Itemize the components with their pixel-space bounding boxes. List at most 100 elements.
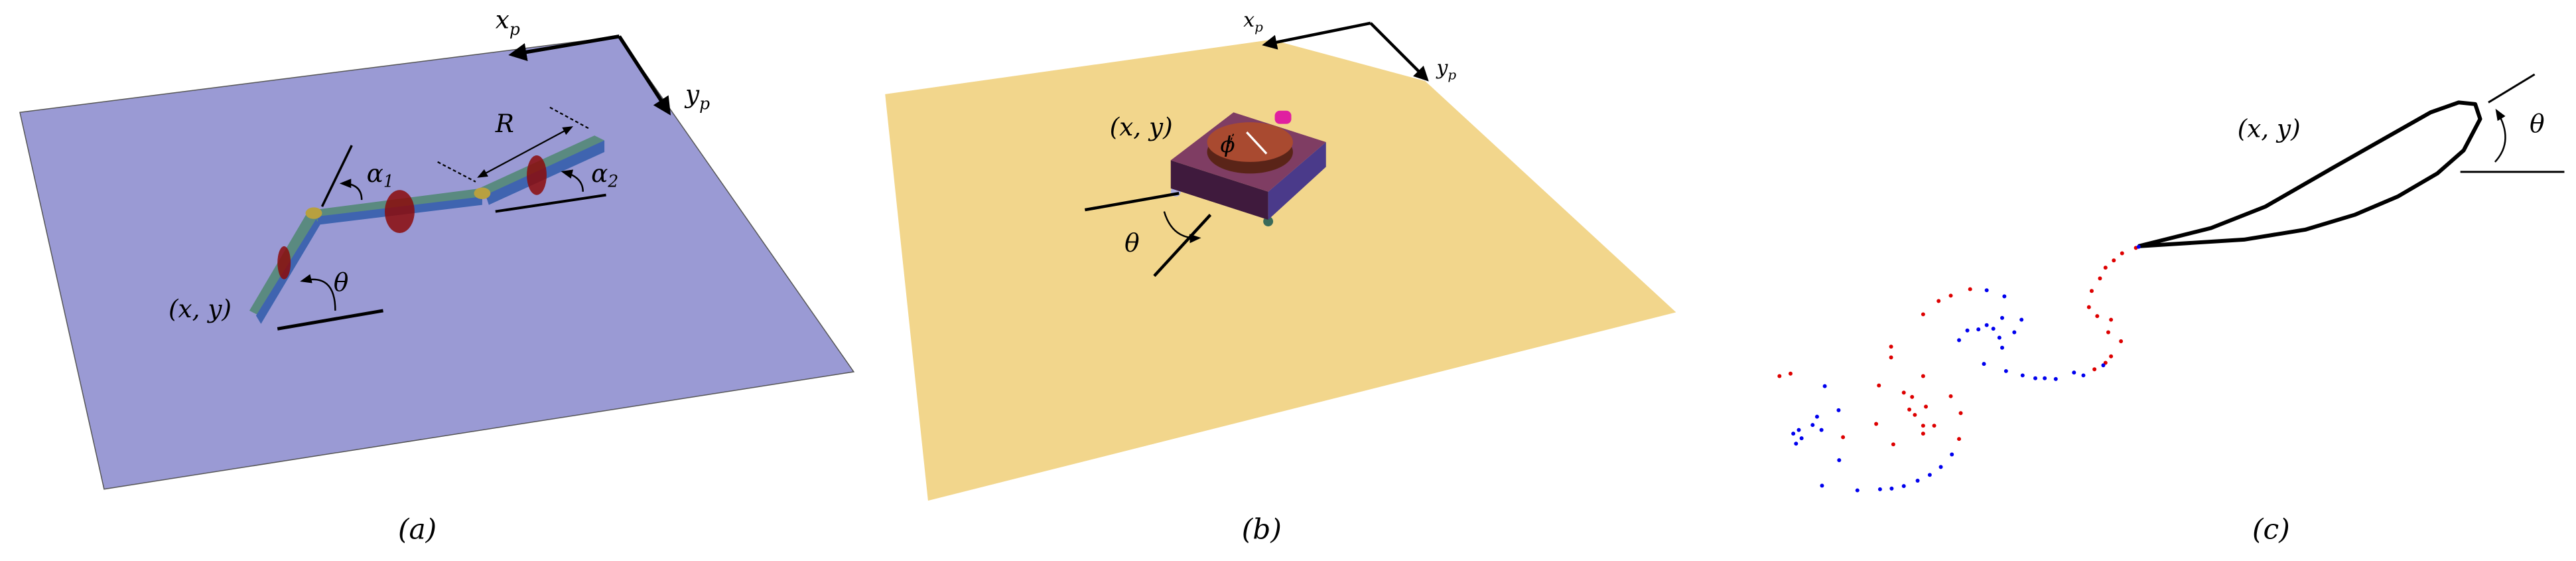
panel-b: xp yp ϕ (x, y) θ (b): [885, 9, 1676, 545]
blue-dot: [1837, 458, 1842, 463]
red-dot: [1948, 394, 1953, 398]
red-dot: [1936, 299, 1941, 303]
wake-vortex-dots: [1777, 244, 2141, 493]
joint-2: [474, 187, 491, 199]
r-ext-line-1: [437, 161, 476, 183]
red-dot: [1932, 424, 1936, 428]
alpha1-label: α1: [367, 159, 394, 191]
blue-dot: [1819, 428, 1824, 432]
blue-dot: [2053, 376, 2058, 381]
caption-b: (b): [1242, 513, 1282, 545]
theta-arc-arrow: [300, 274, 336, 311]
blue-dot: [1814, 414, 1819, 419]
red-dot: [1889, 355, 1893, 360]
yp-axis-arrow: [618, 35, 671, 116]
joint-1: [305, 207, 322, 219]
blue-dot: [1796, 428, 1801, 432]
red-dot: [1891, 442, 1895, 447]
blue-dot: [1901, 484, 1906, 489]
red-dot: [2103, 266, 2108, 270]
blue-dot: [2043, 376, 2047, 380]
xp-label: xp: [496, 5, 520, 39]
blue-dot: [1820, 483, 1824, 488]
theta-arc-arrow: [1163, 211, 1201, 244]
blue-dot: [2136, 244, 2141, 249]
blue-dot: [1991, 327, 1996, 331]
theta-ref-line-2: [1153, 214, 1212, 278]
r-dim-arrow: [477, 126, 574, 178]
blue-dot: [1938, 465, 1943, 469]
panel-c: θ (x, y) (c): [1777, 73, 2565, 545]
blue-dot: [1976, 327, 1981, 332]
blue-dot: [2012, 330, 2017, 335]
xp-axis-arrow: [1262, 21, 1371, 50]
blue-dot: [2002, 294, 2007, 299]
blue-dot: [2081, 373, 2086, 378]
theta-ref-line-1: [1084, 192, 1180, 212]
red-dot: [1921, 312, 1925, 317]
red-dot: [1889, 345, 1893, 349]
yp-axis-arrow: [1369, 22, 1429, 82]
blue-dot: [1877, 487, 1882, 491]
blue-dot: [1982, 362, 1986, 366]
blue-dot: [1957, 338, 1962, 343]
red-dot: [1957, 437, 1962, 441]
robot-box-side: [1268, 142, 1326, 220]
blue-dot: [1984, 323, 1989, 327]
red-dot: [2109, 354, 2114, 359]
theta-label: θ: [334, 268, 348, 297]
wheel-2: [385, 190, 415, 233]
yp-label: yp: [684, 79, 710, 113]
r-ext-line-2: [549, 106, 590, 130]
red-dot: [1877, 383, 1881, 388]
red-dot: [1948, 293, 1953, 298]
red-dot: [1924, 404, 1929, 409]
blue-dot: [1984, 288, 1989, 293]
theta-ref-line: [277, 309, 383, 331]
red-dot: [1874, 422, 1879, 426]
blue-dot: [2020, 373, 2025, 378]
theta-arc-arrow: [2494, 108, 2506, 163]
red-dot: [2089, 289, 2094, 293]
r-label: R: [495, 109, 514, 138]
red-dot: [2112, 258, 2116, 263]
blue-dot: [1822, 384, 1827, 388]
blue-dot: [2033, 376, 2037, 380]
theta-label: θ: [2530, 109, 2544, 138]
position-label: (x, y): [169, 294, 232, 323]
robot-tab: [1274, 110, 1292, 124]
red-dot: [1921, 374, 1925, 378]
position-label: (x, y): [1110, 112, 1173, 141]
plane-b: [885, 39, 1676, 501]
red-dot: [2106, 330, 2110, 335]
xp-axis-arrow: [508, 35, 620, 61]
blue-dot: [1836, 408, 1841, 412]
red-dot: [1777, 374, 1782, 378]
blue-dot: [2072, 370, 2076, 375]
blue-dot: [1855, 488, 1860, 493]
blue-dot: [1794, 441, 1798, 446]
alpha1-arc-arrow: [339, 179, 363, 200]
red-dot: [2086, 305, 2091, 309]
blue-dot: [2000, 315, 2005, 320]
red-dot: [1968, 287, 1972, 291]
red-dot: [1788, 371, 1793, 376]
red-dot: [1907, 407, 1912, 412]
blue-dot: [2003, 368, 2008, 373]
red-dot: [1910, 394, 1915, 399]
blue-dot: [1915, 478, 1920, 483]
blue-dot: [2101, 363, 2106, 368]
red-dot: [2095, 314, 2100, 319]
red-dot: [2109, 317, 2114, 322]
blue-dot: [1965, 328, 1970, 333]
alpha1-ref-line: [320, 145, 353, 207]
red-dot: [2092, 367, 2097, 372]
fish-body-outline: [2137, 100, 2482, 248]
wheel-3: [527, 155, 547, 195]
theta-ref-line-1: [2488, 73, 2536, 104]
blue-dot: [1799, 436, 1804, 441]
red-dot: [1841, 435, 1846, 440]
blue-dot: [1997, 335, 2001, 340]
blue-dot: [1810, 423, 1815, 428]
